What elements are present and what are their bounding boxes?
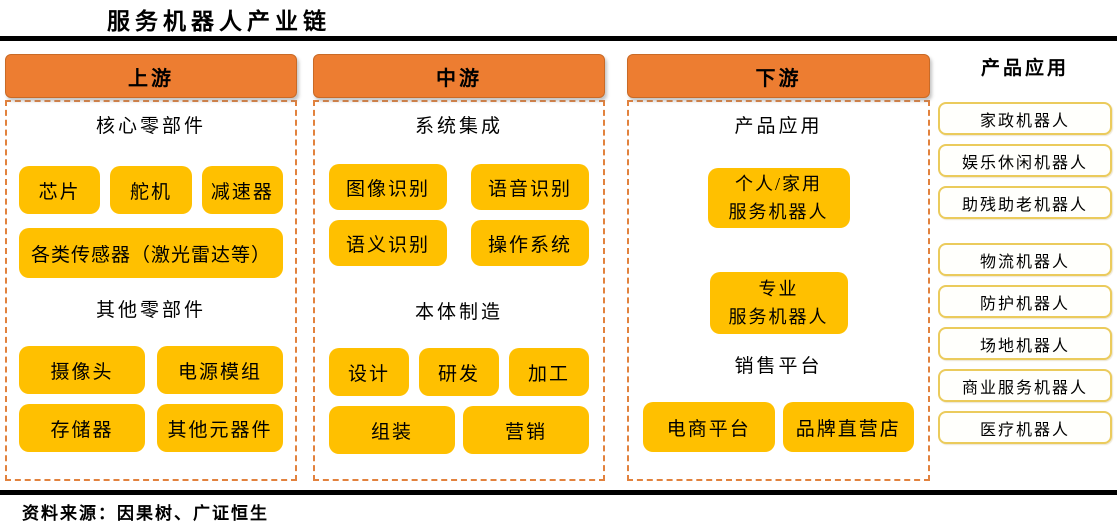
midstream-body: 系统集成 图像识别 语音识别 语义识别 操作系统 本体制造 设计 研发 加工 组… — [313, 100, 605, 481]
chain-box-chip: 芯片 — [19, 166, 101, 214]
upstream-column: 上游 核心零部件 芯片 舵机 减速器 各类传感器（激光雷达等） 其他零部件 摄像… — [5, 54, 297, 481]
downstream-header: 下游 — [627, 54, 930, 98]
section-label-core-components: 核心零部件 — [95, 116, 206, 137]
chain-box-brand-store: 品牌直营店 — [782, 402, 914, 452]
upstream-body: 核心零部件 芯片 舵机 减速器 各类传感器（激光雷达等） 其他零部件 摄像头 电… — [5, 100, 297, 481]
applications-panel: 产品应用 家政机器人 娱乐休闲机器人 助残助老机器人 物流机器人 防护机器人 场… — [938, 54, 1112, 444]
applications-header: 产品应用 — [980, 58, 1069, 79]
upstream-row-3: 存储器 其他元器件 — [19, 404, 283, 452]
chain-box-rnd: 研发 — [419, 348, 499, 396]
professional-robot-line2: 服务机器人 — [728, 307, 829, 327]
chain-box-processing: 加工 — [509, 348, 589, 396]
chain-box-power-module: 电源模组 — [157, 346, 283, 394]
downstream-column: 下游 产品应用 个人/家用 服务机器人 专业 服务机器人 销售平台 电商平台 品… — [627, 54, 930, 481]
professional-robot-line1: 专业 — [758, 279, 799, 299]
chain-box-professional-robot: 专业 服务机器人 — [709, 272, 848, 334]
midstream-header: 中游 — [313, 54, 605, 98]
app-box-logistics-robot: 物流机器人 — [938, 243, 1112, 276]
chain-box-other-parts: 其他元器件 — [157, 404, 283, 452]
downstream-row-1: 电商平台 品牌直营店 — [643, 402, 914, 452]
page-title: 服务机器人产业链 — [107, 9, 331, 34]
personal-home-robot-line1: 个人/家用 — [734, 174, 822, 194]
chain-box-reducer: 减速器 — [201, 166, 283, 214]
personal-home-robot-line2: 服务机器人 — [728, 202, 829, 222]
section-label-sales-platform: 销售平台 — [734, 356, 823, 377]
upstream-row-1: 芯片 舵机 减速器 — [19, 166, 283, 214]
chain-box-memory: 存储器 — [19, 404, 145, 452]
section-label-product-application: 产品应用 — [734, 116, 823, 137]
midstream-column: 中游 系统集成 图像识别 语音识别 语义识别 操作系统 本体制造 设计 研发 加… — [313, 54, 605, 481]
chain-box-ecommerce-platform: 电商平台 — [643, 402, 775, 452]
chain-box-personal-home-robot: 个人/家用 服务机器人 — [707, 168, 850, 228]
bottom-divider — [0, 490, 1117, 495]
midstream-row-4: 组装 营销 — [329, 406, 589, 454]
midstream-row-3: 设计 研发 加工 — [329, 348, 589, 396]
section-label-system-integration: 系统集成 — [414, 116, 503, 137]
source-note: 资料来源：因果树、广证恒生 — [22, 504, 269, 523]
section-label-other-components: 其他零部件 — [95, 300, 206, 321]
app-box-field-robot: 场地机器人 — [938, 327, 1112, 360]
top-divider — [0, 36, 1117, 41]
chain-box-speech-recognition: 语音识别 — [471, 164, 589, 210]
app-box-assistive-robot: 助残助老机器人 — [938, 186, 1112, 219]
app-box-medical-robot: 医疗机器人 — [938, 411, 1112, 444]
chain-box-sensors: 各类传感器（激光雷达等） — [19, 228, 283, 278]
app-box-entertainment-robot: 娱乐休闲机器人 — [938, 144, 1112, 177]
chain-box-camera: 摄像头 — [19, 346, 145, 394]
section-label-body-manufacturing: 本体制造 — [414, 302, 503, 323]
app-box-protection-robot: 防护机器人 — [938, 285, 1112, 318]
chain-box-assembly: 组装 — [329, 406, 455, 454]
midstream-row-2: 语义识别 操作系统 — [329, 220, 589, 266]
chain-box-semantic-recognition: 语义识别 — [329, 220, 447, 266]
chain-box-design: 设计 — [329, 348, 409, 396]
app-box-housekeeping-robot: 家政机器人 — [938, 102, 1112, 135]
downstream-body: 产品应用 个人/家用 服务机器人 专业 服务机器人 销售平台 电商平台 品牌直营… — [627, 100, 930, 481]
chain-box-image-recognition: 图像识别 — [329, 164, 447, 210]
chain-box-servo: 舵机 — [110, 166, 192, 214]
upstream-row-2: 摄像头 电源模组 — [19, 346, 283, 394]
midstream-row-1: 图像识别 语音识别 — [329, 164, 589, 210]
chain-box-operating-system: 操作系统 — [471, 220, 589, 266]
app-box-commercial-service-robot: 商业服务机器人 — [938, 369, 1112, 402]
chain-box-marketing: 营销 — [463, 406, 589, 454]
upstream-header: 上游 — [5, 54, 297, 98]
